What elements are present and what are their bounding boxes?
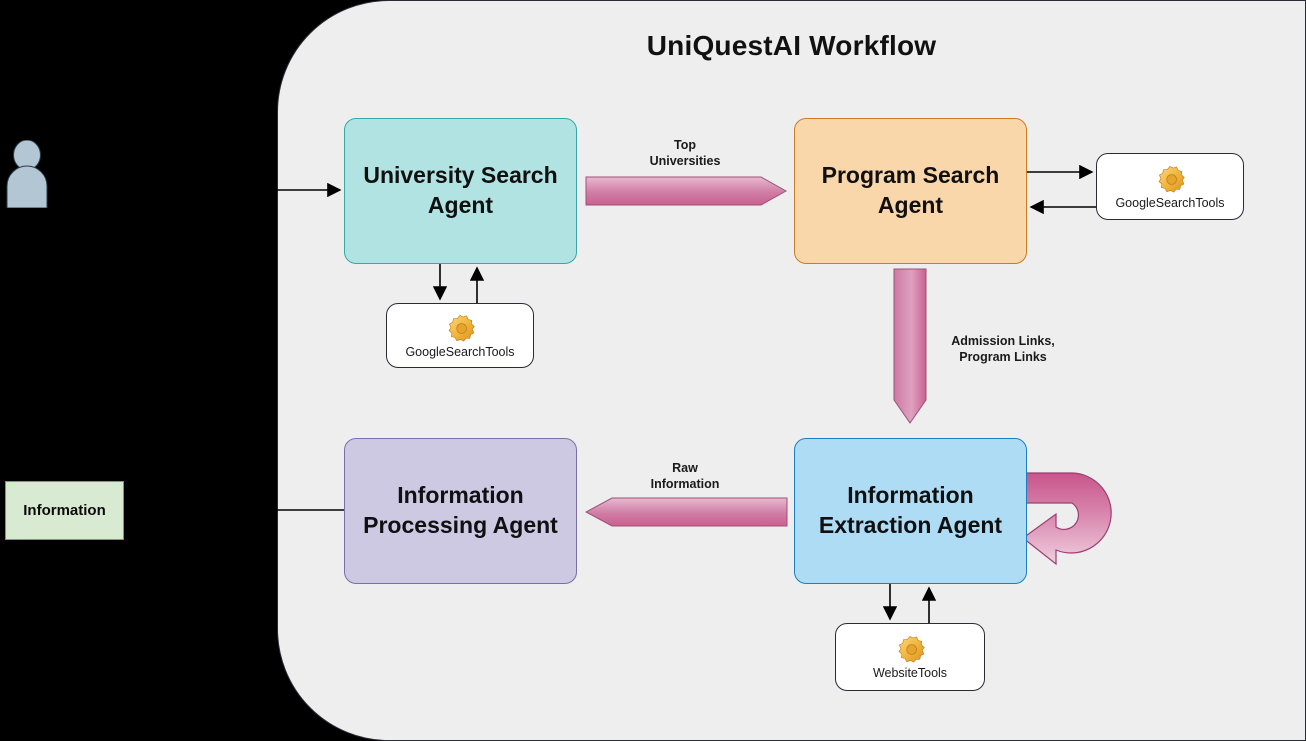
edge-label-line1: Top [674,138,696,152]
node-label-line2: Agent [427,192,494,218]
tool-box-program-googlesearchtools[interactable]: GoogleSearchTools [1096,153,1244,220]
node-label-line1: Program Search [821,162,1000,189]
node-information-processing-agent[interactable]: Information Processing Agent [344,438,577,584]
arrow-top-universities [585,176,788,206]
node-university-search-agent[interactable]: University Search Agent [344,118,577,264]
tool-box-websitetools[interactable]: WebsiteTools [835,623,985,691]
edge-label-line2: Universities [649,153,721,168]
node-label-line2: Agent [877,192,944,218]
gear-icon [1158,165,1185,193]
information-source-box: Information [5,481,124,540]
edge-label-line1: Admission Links, [951,334,1055,348]
tool-label: WebsiteTools [872,666,948,680]
node-label-line1: Information [847,482,974,509]
node-label-line2: Processing Agent [363,512,558,538]
node-program-search-agent[interactable]: Program Search Agent [794,118,1027,264]
arrow-admission-links [893,268,927,424]
arrow-raw-information [585,497,788,527]
gear-icon [448,314,475,342]
arrow-self-loop [1022,472,1112,566]
edge-label-admission-links: Admission Links, Program Links [928,334,1078,365]
workflow-panel [277,0,1306,741]
edge-label-raw-information: Raw Information [610,461,760,492]
edge-label-line2: Program Links [959,349,1047,364]
node-label-line2: Extraction Agent [818,512,1003,538]
gear-icon [898,636,925,663]
tool-label: GoogleSearchTools [405,344,515,359]
node-information-extraction-agent[interactable]: Information Extraction Agent [794,438,1027,584]
user-icon [6,140,48,208]
tool-label: GoogleSearchTools [1115,195,1225,210]
edge-label-top-universities: Top Universities [610,138,760,169]
node-label-line1: Information [397,482,524,509]
edge-label-line2: Information [650,476,720,491]
tool-box-university-googlesearchtools[interactable]: GoogleSearchTools [386,303,534,368]
page-title: UniQuestAI Workflow [646,30,937,61]
node-label-line1: University Search [363,162,558,189]
edge-label-line1: Raw [672,461,698,475]
